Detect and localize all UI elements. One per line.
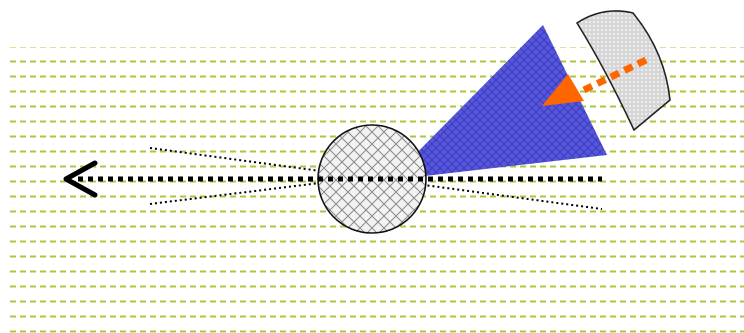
incident-beam-line — [582, 56, 648, 94]
chevron-left-icon — [63, 160, 98, 198]
scattering-cone-wedge — [390, 25, 607, 180]
divergence-line-upper — [149, 147, 603, 210]
detector-shell — [575, 10, 671, 132]
divergence-line-lower — [149, 147, 603, 205]
incident-beam-arrowhead — [542, 74, 584, 106]
